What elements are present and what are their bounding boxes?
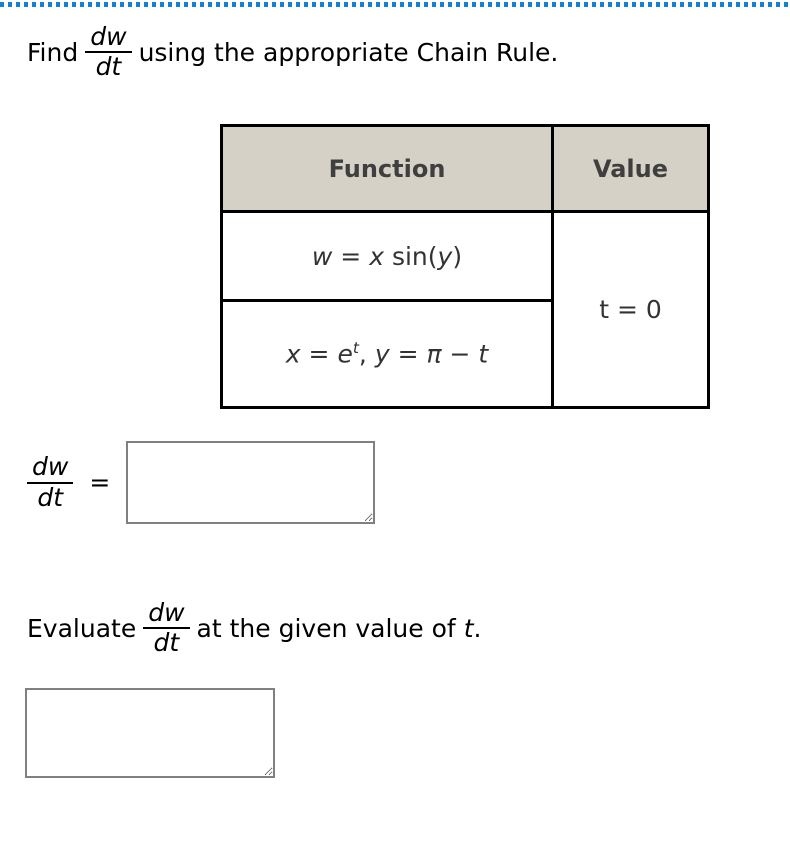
table-row: w = x sin(y) t = 0: [220, 210, 710, 409]
table-cell-function-xy: x = et, y = π − t: [220, 299, 554, 409]
var-t: t: [463, 613, 474, 643]
question-prompt-1: Find dw dt using the appropriate Chain R…: [27, 22, 559, 82]
fraction-numerator: dw: [148, 598, 185, 627]
fraction-denominator: dt: [95, 52, 122, 82]
table-header-value: Value: [551, 124, 710, 213]
pi-symbol: π: [426, 339, 442, 369]
fraction-bar: [27, 481, 74, 484]
sin-open-paren: sin(: [391, 241, 438, 271]
var-x: x: [369, 241, 384, 271]
minus-sign: −: [449, 339, 471, 369]
fraction-numerator: dw: [32, 452, 69, 482]
fraction-numerator: dw: [90, 22, 127, 51]
equals-sign: =: [89, 468, 111, 497]
derivative-answer-input[interactable]: [126, 441, 376, 524]
close-paren: ): [452, 241, 463, 271]
table-cell-function-w: w = x sin(y): [220, 210, 554, 302]
var-e: e: [337, 339, 353, 369]
var-y: y: [437, 241, 453, 271]
question-2-suffix-a: at the given value of: [196, 613, 456, 643]
var-x: x: [285, 339, 301, 369]
top-dotted-divider: [0, 2, 790, 7]
table-row: x = et, y = π − t: [220, 299, 709, 409]
question-2-prefix: Evaluate: [27, 613, 137, 643]
function-value-table: Function Value w = x sin(y) t = 0 x = et…: [220, 124, 710, 409]
fraction-bar: [143, 627, 190, 630]
var-y: y: [374, 339, 390, 369]
equals-sign: =: [340, 241, 362, 271]
question-prompt-2: Evaluate dw dt at the given value of t.: [27, 598, 482, 658]
question-1-suffix: using the appropriate Chain Rule.: [138, 37, 559, 67]
equals-sign: =: [308, 339, 330, 369]
table-header-row: Function Value: [220, 124, 710, 213]
dw-dt-fraction-answer: dw dt: [27, 452, 74, 512]
fraction-denominator: dt: [153, 628, 180, 658]
equals-sign: =: [397, 339, 419, 369]
comma: ,: [358, 339, 367, 369]
var-w: w: [311, 241, 333, 271]
question-2-period: .: [473, 613, 482, 643]
exponent-t: t: [352, 339, 359, 358]
evaluated-answer-input[interactable]: [25, 688, 275, 778]
var-t: t: [478, 339, 489, 369]
table-header-function: Function: [220, 124, 554, 213]
answer-row-derivative: dw dt =: [27, 441, 376, 524]
table-cell-value: t = 0: [551, 210, 710, 409]
dw-dt-fraction-prompt-2: dw dt: [143, 598, 190, 658]
fraction-bar: [85, 51, 132, 54]
fraction-denominator: dt: [37, 482, 63, 512]
dw-dt-fraction-prompt-1: dw dt: [85, 22, 132, 82]
question-1-prefix: Find: [27, 37, 79, 67]
